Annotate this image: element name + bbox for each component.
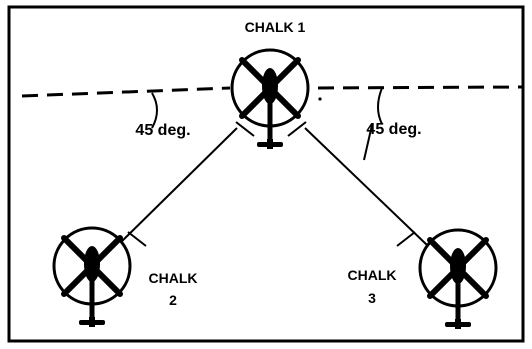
diagram-border xyxy=(7,5,525,343)
reference-line xyxy=(21,85,523,98)
formation-lines xyxy=(115,121,428,248)
chalk-1-label: CHALK 1 xyxy=(245,19,306,35)
angle-arcs xyxy=(151,87,383,161)
marker-dot xyxy=(318,97,322,101)
chalk-3-label-line2: 3 xyxy=(368,290,376,306)
chalk-2-helicopter-icon xyxy=(54,228,130,327)
chalk-3-helicopter-icon xyxy=(420,230,496,329)
angle-left-label: 45 deg. xyxy=(135,122,190,139)
chalk-2-label-line1: CHALK xyxy=(149,270,198,286)
angle-right-label: 45 deg. xyxy=(366,121,421,138)
chalk-2-label-line2: 2 xyxy=(169,292,177,308)
chalk-1-helicopter-icon xyxy=(232,50,308,149)
chalk-3-label-line1: CHALK xyxy=(348,267,397,283)
